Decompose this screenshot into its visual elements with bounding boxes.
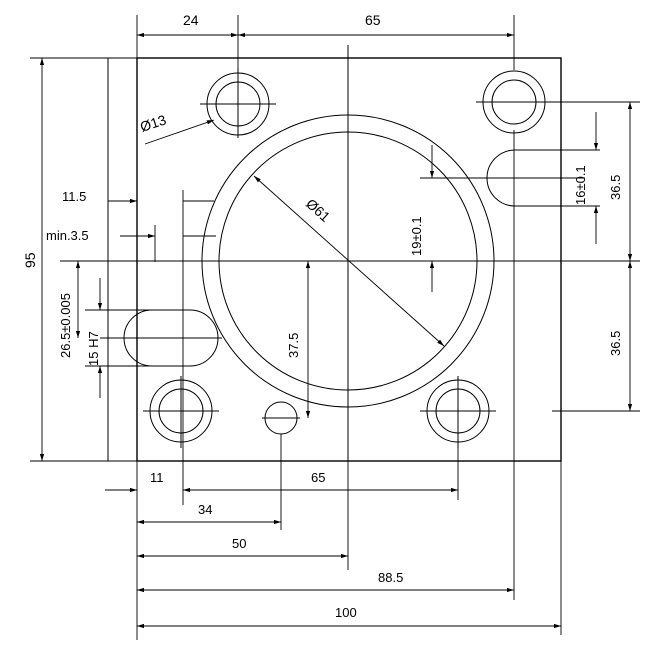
small-hole bbox=[262, 401, 300, 435]
dim-24: 24 bbox=[183, 12, 199, 28]
dim-min-3-5: min.3.5 bbox=[46, 228, 89, 243]
dim-11-5: 11.5 bbox=[62, 189, 86, 204]
hole-top-left bbox=[200, 68, 276, 138]
dim-34: 34 bbox=[198, 502, 212, 517]
dim-15-h7: 15 H7 bbox=[86, 331, 101, 366]
slot-left bbox=[123, 309, 219, 367]
big-bore-outer bbox=[201, 114, 495, 408]
dim-26-5: 26.5±0.005 bbox=[58, 293, 73, 358]
plate-outline bbox=[136, 57, 562, 462]
dim-50: 50 bbox=[232, 536, 246, 551]
dim-36-5-top: 36.5 bbox=[608, 175, 623, 200]
dim-65-top: 65 bbox=[365, 12, 381, 28]
dim-100: 100 bbox=[335, 605, 357, 620]
hole-bottom-left bbox=[143, 376, 219, 448]
dim-88-5: 88.5 bbox=[378, 570, 403, 585]
hole-top-right bbox=[476, 70, 552, 134]
dim-36-5-bottom: 36.5 bbox=[608, 331, 623, 356]
dim-65-bottom: 65 bbox=[311, 470, 325, 485]
big-dia-leader bbox=[253, 175, 445, 347]
big-bore-inner bbox=[218, 131, 478, 391]
dim-95: 95 bbox=[22, 252, 38, 268]
big-dia-label: Ø61 bbox=[303, 195, 334, 225]
dim-19: 19±0.1 bbox=[409, 216, 424, 256]
dim-16: 16±0.1 bbox=[573, 165, 588, 205]
dim-11: 11 bbox=[150, 470, 164, 485]
hole-dia-label: Ø13 bbox=[138, 111, 168, 134]
dim-37-5: 37.5 bbox=[286, 333, 301, 358]
hole-bottom-right bbox=[420, 376, 496, 448]
